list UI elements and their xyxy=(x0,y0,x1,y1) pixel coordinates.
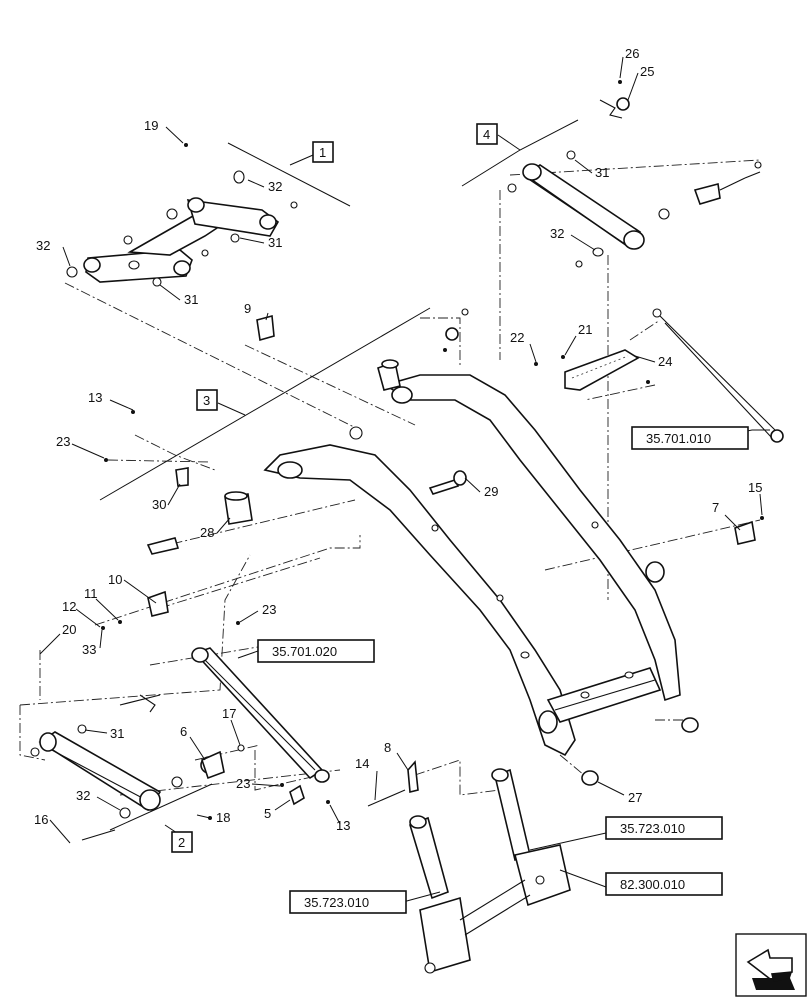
callout-19: 19 xyxy=(144,118,158,133)
callout-32: 32 xyxy=(36,238,50,253)
callout-13: 13 xyxy=(336,818,350,833)
callout-9: 9 xyxy=(244,301,251,316)
ref-35-701-020: 35.701.020 xyxy=(272,644,337,659)
callout-32: 32 xyxy=(550,226,564,241)
callout-23: 23 xyxy=(56,434,70,449)
leader-lines xyxy=(39,56,770,903)
callout-13: 13 xyxy=(88,390,102,405)
callout-31: 31 xyxy=(595,165,609,180)
callout-18: 18 xyxy=(216,810,230,825)
group-brackets xyxy=(99,119,579,836)
callout-33: 33 xyxy=(82,642,96,657)
callout-20: 20 xyxy=(62,622,76,637)
upper-link-assembly-1 xyxy=(66,143,298,287)
group-label-2: 2 xyxy=(178,835,185,850)
cylinders xyxy=(191,647,571,974)
callout-26: 26 xyxy=(625,46,639,61)
callout-32: 32 xyxy=(268,179,282,194)
group-label-4: 4 xyxy=(483,127,490,142)
callout-labels: 19 32 31 32 31 26 25 31 32 9 22 21 24 13… xyxy=(34,46,762,833)
callout-14: 14 xyxy=(355,756,369,771)
group-label-1: 1 xyxy=(319,145,326,160)
callout-21: 21 xyxy=(578,322,592,337)
pins-and-bushings xyxy=(101,308,784,807)
callout-16: 16 xyxy=(34,812,48,827)
ref-35-723-010-left: 35.723.010 xyxy=(304,895,369,910)
callout-23: 23 xyxy=(236,776,250,791)
callout-5: 5 xyxy=(264,806,271,821)
direction-arrow-icon[interactable] xyxy=(735,933,807,997)
callout-31: 31 xyxy=(268,235,282,250)
callout-29: 29 xyxy=(484,484,498,499)
callout-15: 15 xyxy=(748,480,762,495)
callout-11: 11 xyxy=(84,586,98,601)
reference-boxes: 35.701.010 35.701.020 35.723.010 35.723.… xyxy=(257,426,749,914)
ref-35-701-010: 35.701.010 xyxy=(646,431,711,446)
callout-30: 30 xyxy=(152,497,166,512)
callout-32: 32 xyxy=(76,788,90,803)
callout-12: 12 xyxy=(62,599,76,614)
callout-7: 7 xyxy=(712,500,719,515)
callout-22: 22 xyxy=(510,330,524,345)
main-loader-arm xyxy=(263,374,699,786)
upper-link-assembly-4 xyxy=(507,80,762,268)
callout-6: 6 xyxy=(180,724,187,739)
callout-10: 10 xyxy=(108,572,122,587)
callout-27: 27 xyxy=(628,790,642,805)
callout-31: 31 xyxy=(184,292,198,307)
callout-25: 25 xyxy=(640,64,654,79)
callout-17: 17 xyxy=(222,706,236,721)
lower-link-assembly-2 xyxy=(30,694,330,841)
ref-35-723-010-right: 35.723.010 xyxy=(620,821,685,836)
boxed-group-numbers: 1 4 3 2 xyxy=(171,123,498,853)
group-label-3: 3 xyxy=(203,393,210,408)
callout-23: 23 xyxy=(262,602,276,617)
callout-31: 31 xyxy=(110,726,124,741)
callout-24: 24 xyxy=(658,354,672,369)
callout-8: 8 xyxy=(384,740,391,755)
ref-82-300-010: 82.300.010 xyxy=(620,877,685,892)
callout-28: 28 xyxy=(200,525,214,540)
